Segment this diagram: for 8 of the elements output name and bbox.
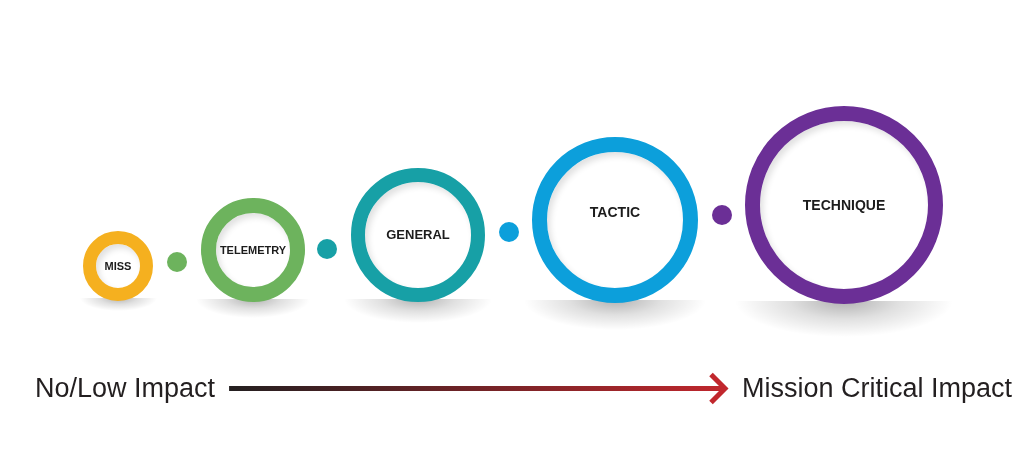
- node-label: TELEMETRY: [219, 243, 287, 257]
- node-label: TACTIC: [589, 203, 641, 221]
- node-label: GENERAL: [386, 227, 450, 243]
- scale-label: No/Low Impact: [35, 373, 216, 405]
- node-label: TECHNIQUE: [802, 196, 886, 214]
- node-label: MISS: [104, 259, 132, 273]
- gradient-arrow: [229, 372, 728, 405]
- scale-label: Mission Critical Impact: [742, 373, 1013, 405]
